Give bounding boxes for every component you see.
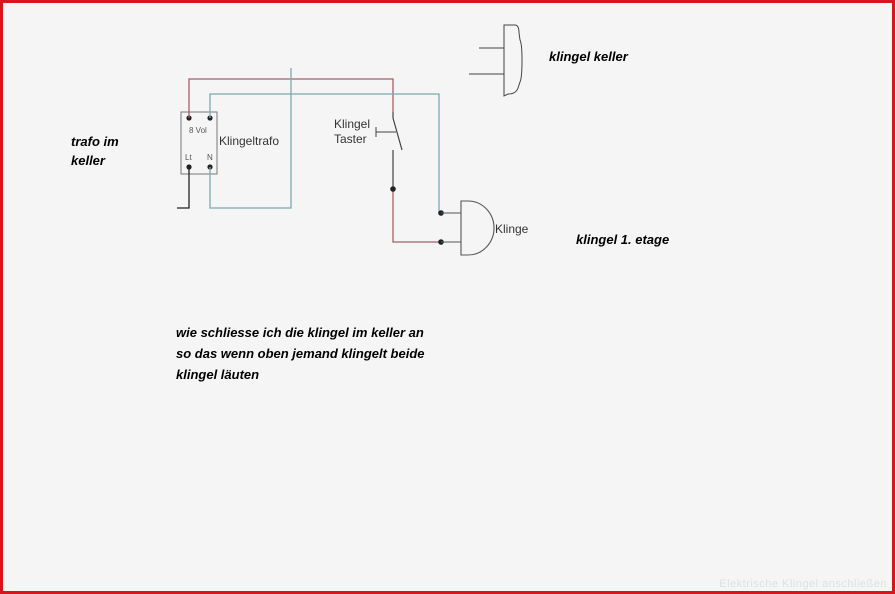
bell-etage-symbol bbox=[460, 200, 495, 256]
label-terminal-l: Lt bbox=[185, 153, 192, 162]
label-klingel-etage: klingel 1. etage bbox=[576, 232, 670, 247]
watermark: Elektrische Klingel anschließen bbox=[719, 578, 887, 590]
transformer-box bbox=[180, 111, 218, 175]
label-klinge: Klinge bbox=[495, 222, 529, 236]
label-klingeltrafo: Klingeltrafo bbox=[219, 134, 280, 148]
label-taster-line1: Klingel bbox=[334, 117, 371, 131]
question-text: wie schliesse ich die klingel im keller … bbox=[176, 322, 425, 385]
label-taster-line2: Taster bbox=[334, 132, 367, 146]
label-klingel-keller: klingel keller bbox=[549, 49, 628, 64]
question-line-2: so das wenn oben jemand klingelt beide bbox=[176, 346, 425, 361]
wire-red-lower bbox=[392, 189, 441, 243]
wire-black-input bbox=[177, 167, 190, 209]
question-line-1: wie schliesse ich die klingel im keller … bbox=[176, 325, 424, 340]
taster-contact-lever bbox=[392, 117, 403, 151]
question-line-3: klingel läuten bbox=[176, 367, 260, 382]
label-trafo-line1: trafo im bbox=[71, 134, 119, 149]
wire-blue-upper bbox=[209, 93, 440, 213]
keller-bell-symbol bbox=[503, 24, 523, 97]
label-terminal-n: N bbox=[207, 153, 213, 162]
taster-node bbox=[390, 186, 396, 192]
label-trafo-voltage: 8 Vol bbox=[189, 126, 207, 135]
label-trafo-line2: keller bbox=[71, 153, 105, 168]
wire-blue-vertical bbox=[209, 68, 292, 209]
